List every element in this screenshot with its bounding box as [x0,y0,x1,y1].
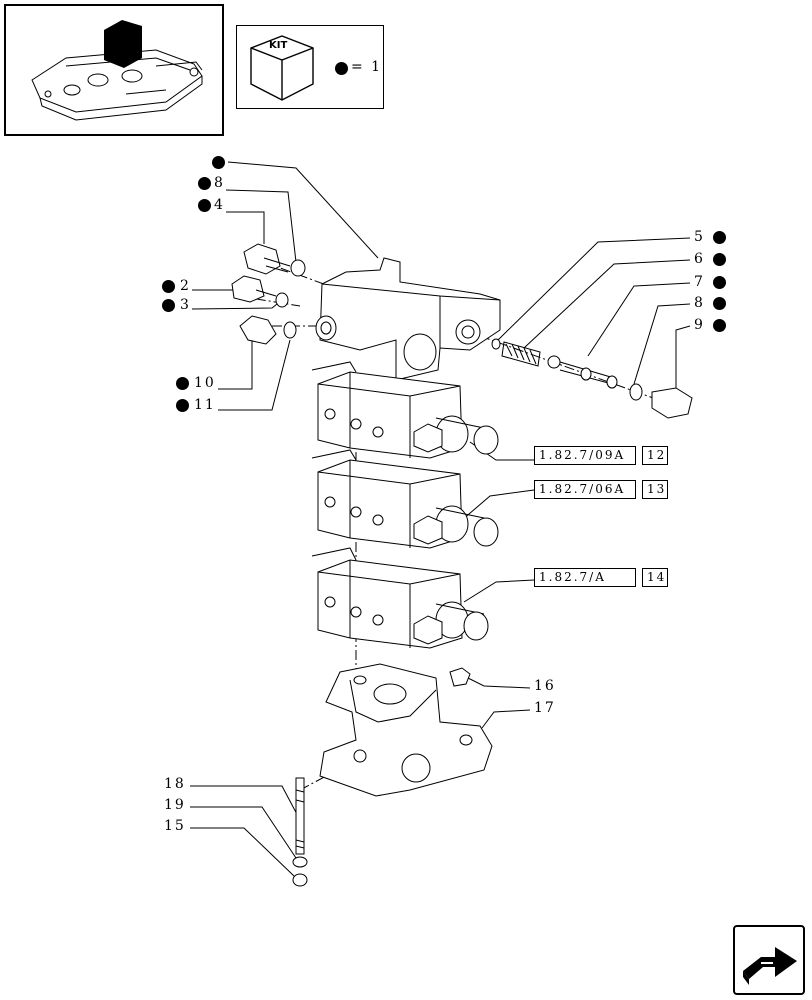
ref-number-13: 13 [642,480,668,499]
callout-8-left: 8 [214,175,225,191]
next-page-button[interactable] [733,925,805,995]
ref-link-12[interactable]: 1.82.7/09A [534,446,636,465]
callout-bullet [198,177,211,190]
kit-legend: KIT = 1 [236,25,384,109]
callout-18: 18 [164,776,186,792]
callout-4: 4 [214,197,225,213]
kit-label: KIT [269,40,288,51]
kit-cube-icon [250,35,314,101]
callout-8-right: 8 [694,295,705,311]
tractor-hitch-thumbnail-icon [31,20,203,121]
callout-9: 9 [694,317,705,333]
ref-link-13[interactable]: 1.82.7/06A [534,480,636,499]
callout-5: 5 [694,229,705,245]
callout-bullet [162,280,175,293]
callout-bullet [713,276,726,289]
callout-7: 7 [694,274,705,290]
callout-11: 11 [194,397,216,413]
callout-bullet [212,156,225,169]
callout-15: 15 [164,818,186,834]
callout-bullet [176,399,189,412]
callout-bullet [713,319,726,332]
callout-3: 3 [180,297,191,313]
kit-bullet [335,62,348,75]
callout-16: 16 [534,678,556,694]
callout-bullet [176,377,189,390]
callout-bullet [713,297,726,310]
callout-17: 17 [534,700,556,716]
ref-number-12: 12 [642,446,668,465]
callout-10: 10 [194,375,216,391]
location-thumbnail [4,4,224,136]
callout-bullet [198,199,211,212]
callout-6: 6 [694,251,705,267]
callout-bullet [713,253,726,266]
ref-number-14: 14 [642,568,668,587]
kit-legend-text: = 1 [351,59,383,75]
leader-line [227,161,379,259]
callout-19: 19 [164,797,186,813]
callout-bullet [162,299,175,312]
callout-bullet [713,231,726,244]
next-page-arrow-icon [743,947,797,985]
callout-2: 2 [180,278,191,294]
ref-link-14[interactable]: 1.82.7/A [534,568,636,587]
